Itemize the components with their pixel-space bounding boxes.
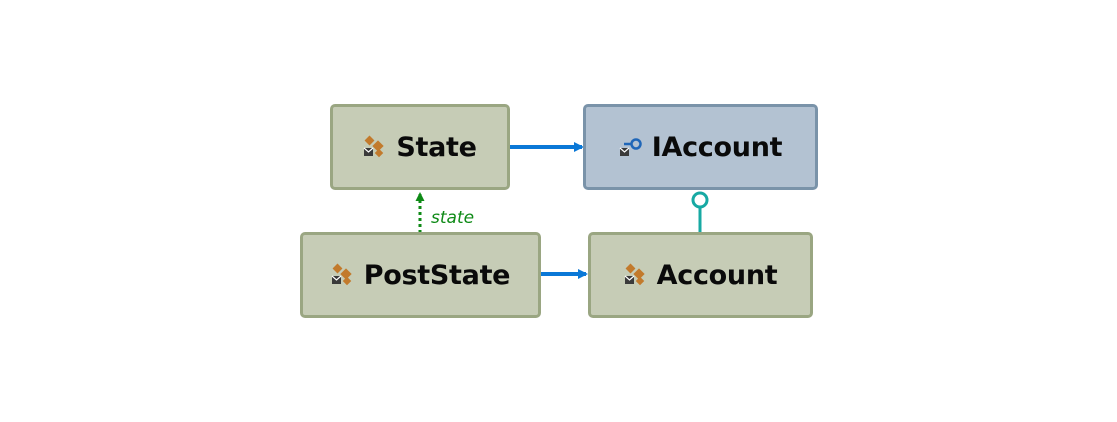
node-iaccount[interactable]: IAccount xyxy=(583,104,818,190)
class-icon xyxy=(363,135,385,158)
interface-icon xyxy=(619,138,642,156)
node-poststate[interactable]: PostState xyxy=(300,232,541,318)
edge-label-state: state xyxy=(431,208,475,228)
node-account[interactable]: Account xyxy=(588,232,813,318)
node-label-poststate: PostState xyxy=(363,259,511,291)
node-state[interactable]: State xyxy=(330,104,510,190)
node-label-state: State xyxy=(396,131,477,163)
node-label-iaccount: IAccount xyxy=(651,131,783,163)
class-icon xyxy=(331,263,352,286)
interface-lollipop-icon xyxy=(691,191,709,209)
class-icon xyxy=(624,263,645,286)
node-label-account: Account xyxy=(656,259,778,291)
